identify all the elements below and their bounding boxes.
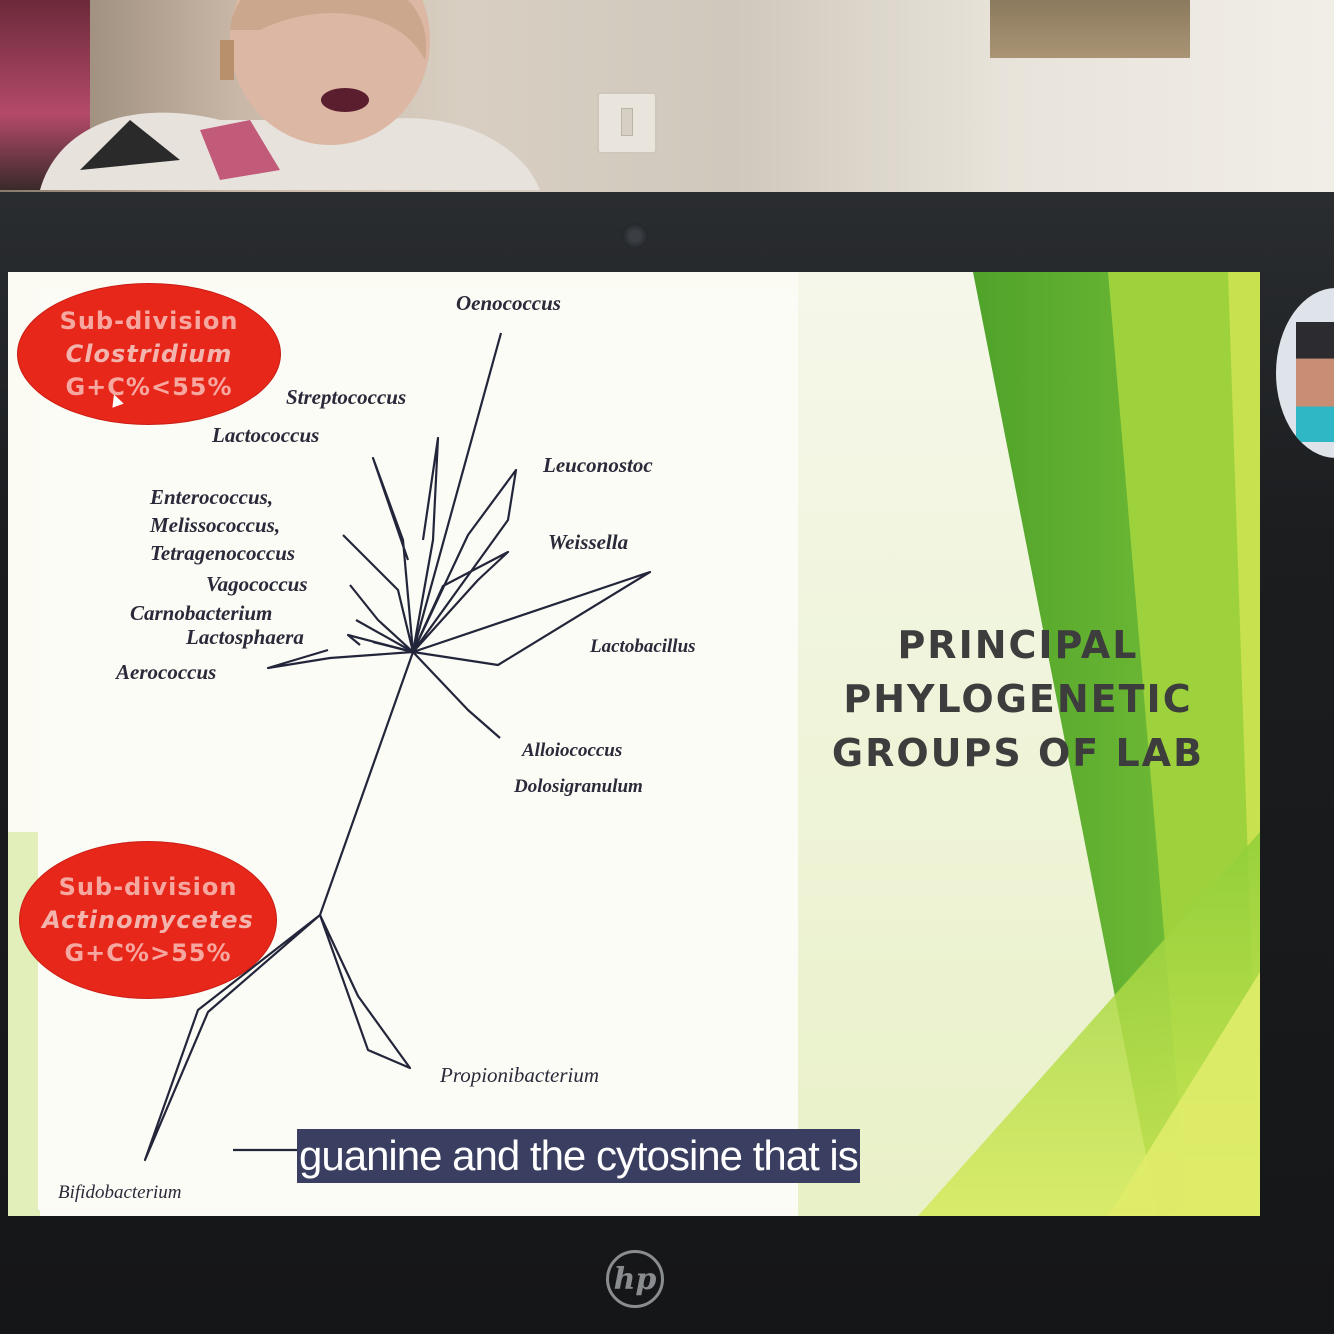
taxon-label-lactococcus: Lactococcus: [212, 423, 320, 447]
phylogenetic-tree-diagram: [143, 332, 652, 1162]
presenter-webcam-person: [40, 0, 540, 190]
taxon-label-bifidobacterium: Bifidobacterium: [58, 1182, 182, 1203]
taxon-label-melissococcus: Melissococcus,: [150, 513, 281, 537]
taxon-label-tetragenococcus: Tetragenococcus: [150, 541, 296, 565]
room-shelf: [990, 0, 1190, 58]
slide-title: PRINCIPAL PHYLOGENETIC GROUPS OF LAB: [808, 618, 1228, 780]
taxon-label-lactosphaera: Lactosphaera: [186, 625, 304, 649]
taxon-label-lactobacillus: Lactobacillus: [590, 636, 696, 657]
hp-logo-text: hp: [613, 1261, 657, 1297]
room-background: [0, 0, 1334, 200]
taxon-label-aerococcus: Aerococcus: [116, 660, 217, 684]
taxon-label-dolosigranulum: Dolosigranulum: [514, 776, 643, 797]
wall-light-switch: [597, 92, 657, 154]
taxon-label-carnobacterium: Carnobacterium: [130, 601, 273, 625]
slide-title-line2: PHYLOGENETIC: [843, 677, 1193, 721]
subdivision-bottom-line1: Sub-division: [58, 872, 238, 901]
phylogenetic-tree-figure: [38, 290, 798, 1210]
subdivision-top-line3: G+C%<55%: [65, 372, 233, 401]
subdivision-clostridium-ellipse: Sub-division Clostridium G+C%<55%: [18, 284, 280, 424]
live-caption: guanine and the cytosine that is: [297, 1129, 860, 1183]
subdivision-bottom-line3: G+C%>55%: [64, 938, 232, 967]
subdivision-top-line1: Sub-division: [59, 306, 239, 335]
webcam-icon: [622, 223, 648, 249]
taxon-label-leuconostoc: Leuconostoc: [543, 453, 653, 477]
hp-logo: hp: [606, 1250, 664, 1308]
subdivision-top-line2: Clostridium: [65, 339, 233, 368]
taxon-label-oenococcus: Oenococcus: [456, 291, 561, 315]
subdivision-actinomycetes-ellipse: Sub-division Actinomycetes G+C%>55%: [20, 842, 276, 998]
slide-title-line1: PRINCIPAL: [897, 623, 1139, 667]
taxon-label-vagococcus: Vagococcus: [206, 572, 308, 596]
slide-title-line3: GROUPS OF LAB: [831, 731, 1205, 775]
taxon-label-propionibacterium: Propionibacterium: [440, 1063, 600, 1087]
presentation-slide[interactable]: Oenococcus Streptococcus Lactococcus Leu…: [8, 272, 1260, 1216]
subdivision-bottom-line2: Actinomycetes: [42, 905, 254, 934]
taxon-label-weissella: Weissella: [548, 530, 629, 554]
taxon-label-enterococcus: Enterococcus,: [150, 485, 274, 509]
taxon-label-alloiococcus: Alloiococcus: [522, 740, 623, 761]
participant-avatar: [1296, 322, 1334, 442]
taxon-label-streptococcus: Streptococcus: [286, 385, 407, 409]
